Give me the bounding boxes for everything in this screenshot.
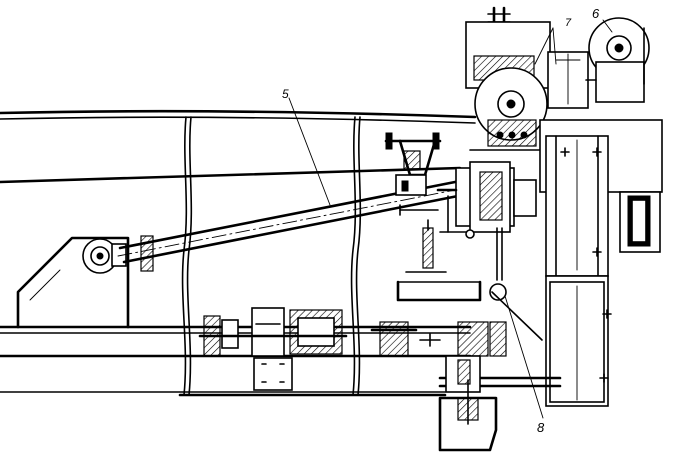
right-frame <box>539 119 663 407</box>
rail-wheel <box>438 355 562 452</box>
bottom-plate <box>253 357 293 391</box>
center-hook-box <box>396 219 543 347</box>
left-bracket <box>16 235 154 329</box>
actuator-unit <box>436 161 537 239</box>
callout-label-8: 8 <box>537 420 545 435</box>
drive-unit <box>198 307 507 357</box>
callout-label-5: 5 <box>282 87 289 101</box>
callout-leaders <box>288 19 613 419</box>
upper-fork <box>384 132 442 216</box>
callout-label-7: 7 <box>565 17 572 29</box>
top-winch-assembly <box>465 6 650 151</box>
callout-label-6: 6 <box>592 6 600 21</box>
